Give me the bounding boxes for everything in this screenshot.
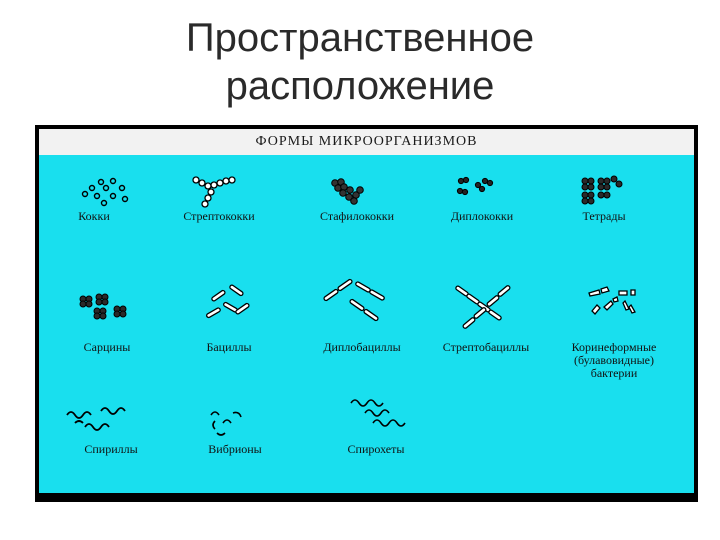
staphylococci-icon [331, 178, 364, 205]
bacilli-label: Бациллы [206, 340, 252, 354]
streptococci-label: Стрептококки [183, 209, 255, 223]
coryneform-label: Коринеформные (булавовидные) бактерии [554, 341, 674, 380]
title-line-1: Пространственное [185, 16, 535, 60]
diplococci-icon [456, 176, 494, 196]
spirochete-label: Спирохеты [347, 442, 405, 456]
slide-title: Пространственное расположение [0, 14, 720, 110]
coryneform-icon [588, 286, 636, 315]
diplobacilli-label: Диплобациллы [323, 340, 401, 354]
title-line-2: расположение [225, 64, 495, 108]
figure-header: ФОРМЫ МИКРООРГАНИЗМОВ [39, 129, 694, 155]
streptobacilli-label: Стрептобациллы [442, 340, 530, 354]
spirilla-icon [66, 407, 126, 431]
diplobacilli-icon [323, 278, 385, 322]
streptobacilli-icon [455, 285, 511, 329]
sarcina-icon [79, 293, 127, 320]
spirochete-icon [350, 399, 406, 427]
cocci-icon [81, 177, 129, 207]
microorganism-forms-figure: ФОРМЫ МИКРООРГАНИЗМОВ Кокки [35, 125, 698, 502]
coryneform-label-line-2: (булавовидные) [573, 353, 654, 367]
spirilla-label: Спириллы [84, 442, 138, 456]
coryneform-label-line-3: бактерии [590, 366, 638, 380]
bacilli-icon [206, 284, 250, 319]
tetrads-label: Тетрады [582, 209, 626, 223]
sarcina-label: Сарцины [83, 340, 131, 354]
cocci-label: Кокки [78, 209, 110, 223]
coryneform-label-line-1: Коринеформные [571, 340, 657, 354]
vibrio-label: Вибрионы [208, 442, 262, 456]
figure-body: Кокки Стрептококки [39, 155, 694, 493]
diplococci-label: Диплококки [450, 209, 514, 223]
tetrads-icon [581, 175, 623, 205]
vibrio-icon [210, 411, 242, 436]
staphylococci-label: Стафилококки [319, 209, 395, 223]
streptococci-icon [192, 176, 236, 208]
figure-heading: ФОРМЫ МИКРООРГАНИЗМОВ [255, 134, 478, 149]
